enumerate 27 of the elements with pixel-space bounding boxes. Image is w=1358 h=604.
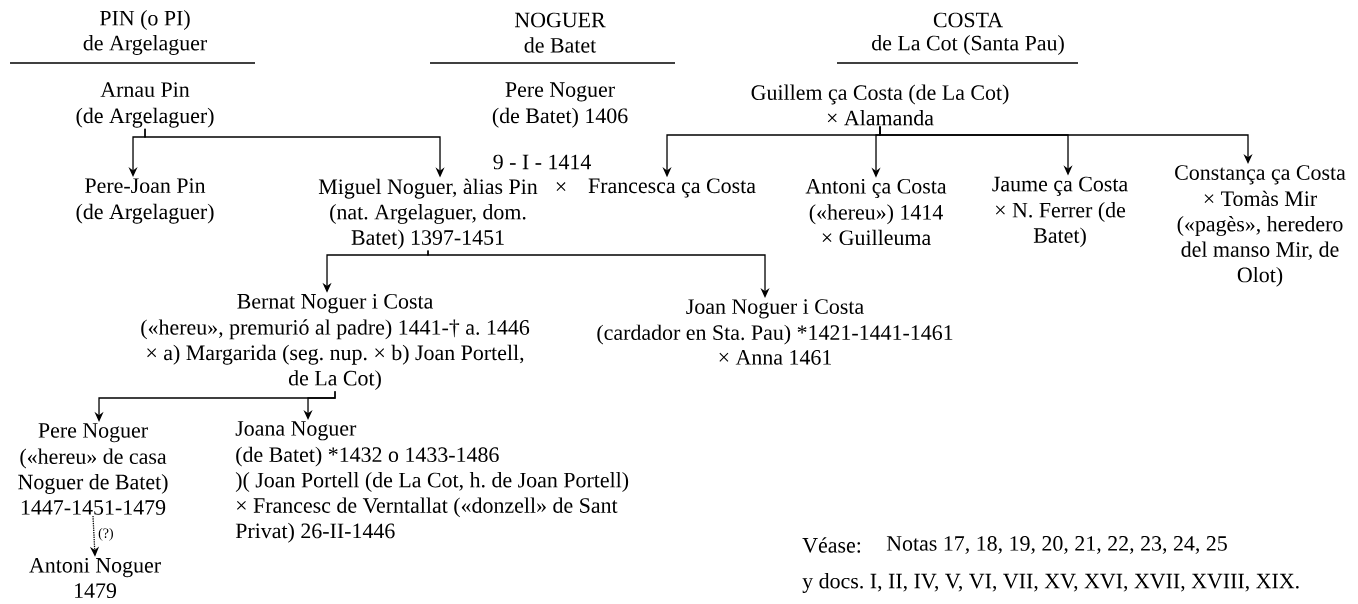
genealogy-entry: Pere Noguer (de Batet) 1406: [492, 82, 628, 128]
reference-note: y docs. I, II, IV, V, VI, VII, XV, XVI, XVII, XVIII, XIX.: [802, 573, 1299, 593]
genealogy-entry: Miguel Noguer, àlias Pin (nat. Argelaguer, dom. Batet) 1397-1451: [318, 178, 538, 250]
genealogy-entry: Antoni ça Costa («hereu») 1414 × Guilleuma: [805, 178, 947, 246]
marriage-date: 9 - I - 1414: [493, 154, 591, 170]
underlined-heading: de Batet: [429, 37, 676, 64]
genealogy-entry: Constança ça Costa × Tomàs Mir («pagès», heredero del manso Mir, de Olot): [1175, 165, 1346, 287]
reference-note: Notas 17, 18, 19, 20, 21, 22, 23, 24, 25: [886, 536, 1227, 554]
genealogy-entry: Joana Noguer (de Batet) *1432 o 1433-1486 )( Joan Portell (de La Cot, h. de Joan Portell) × Francesc de Verntallat («donzell» de Sant Privat) 26-II-1446: [235, 421, 629, 543]
genealogy-entry: Bernat Noguer i Costa («hereu», premurió al padre) 1441-† a. 1446 × a) Margarida (seg. nup. × b) Joan Portell, de La Cot): [141, 293, 530, 391]
descent-arrow: [427, 249, 770, 298]
family-name: NOGUER: [515, 12, 606, 28]
family-name: PIN (o PI): [100, 10, 190, 30]
genealogy-entry: Joan Noguer i Costa (cardador en Sta. Pau) *1421-1441-1461 × Anna 1461: [597, 299, 953, 365]
genealogy-entry: Antoni Noguer 1479: [29, 557, 161, 599]
family-name: COSTA: [933, 12, 1003, 28]
underlined-heading: de La Cot (Santa Pau): [836, 35, 1079, 64]
genealogy-entry: Pere-Joan Pin (de Argelaguer): [76, 178, 214, 224]
genealogy-entry: Arnau Pin (de Argelaguer): [76, 82, 214, 128]
edge-label: (?): [97, 527, 115, 542]
genealogy-entry: Guillem ça Costa (de La Cot) × Alamanda: [751, 84, 1009, 126]
genealogy-entry: Francesca ça Costa: [588, 178, 756, 198]
marriage-sign: ×: [556, 182, 566, 192]
underlined-heading: de Argelaguer: [9, 35, 256, 64]
reference-note: Véase:: [802, 537, 861, 553]
genealogy-entry: Pere Noguer («hereu» de casa Noguer de Batet) 1447-1451-1479: [18, 423, 168, 515]
genealogy-entry: Jaume ça Costa × N. Ferrer (de Batet): [992, 176, 1128, 248]
